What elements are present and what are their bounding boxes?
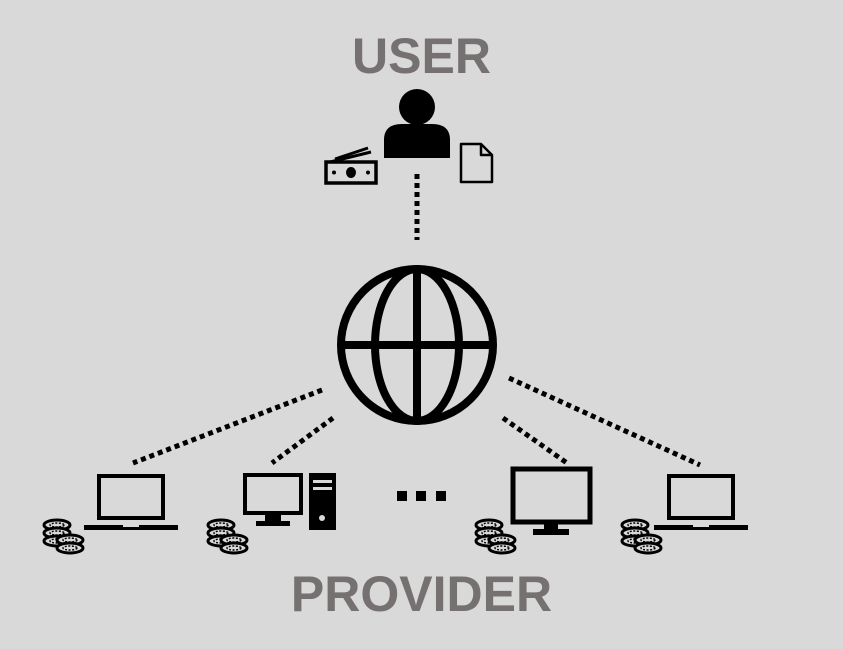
coins-icon <box>620 518 663 555</box>
provider-label: PROVIDER <box>290 566 553 622</box>
money-icon <box>324 146 378 185</box>
laptop-icon <box>654 474 748 530</box>
user-label: USER <box>352 28 491 84</box>
provider-connection-line <box>501 415 569 466</box>
coins-icon <box>42 518 85 555</box>
monitor-icon <box>510 466 593 535</box>
globe-icon <box>337 265 497 425</box>
person-icon <box>384 89 450 158</box>
desktop-computer-icon <box>243 473 336 530</box>
document-icon <box>459 142 494 184</box>
coins-icon <box>206 518 249 555</box>
connection-lines <box>132 174 702 468</box>
ellipsis-icon <box>397 491 446 501</box>
laptop-icon <box>84 474 178 530</box>
coins-icon <box>474 518 517 555</box>
provider-connection-line <box>507 375 702 468</box>
provider-connection-line <box>132 387 323 466</box>
provider-connection-line <box>270 415 335 466</box>
